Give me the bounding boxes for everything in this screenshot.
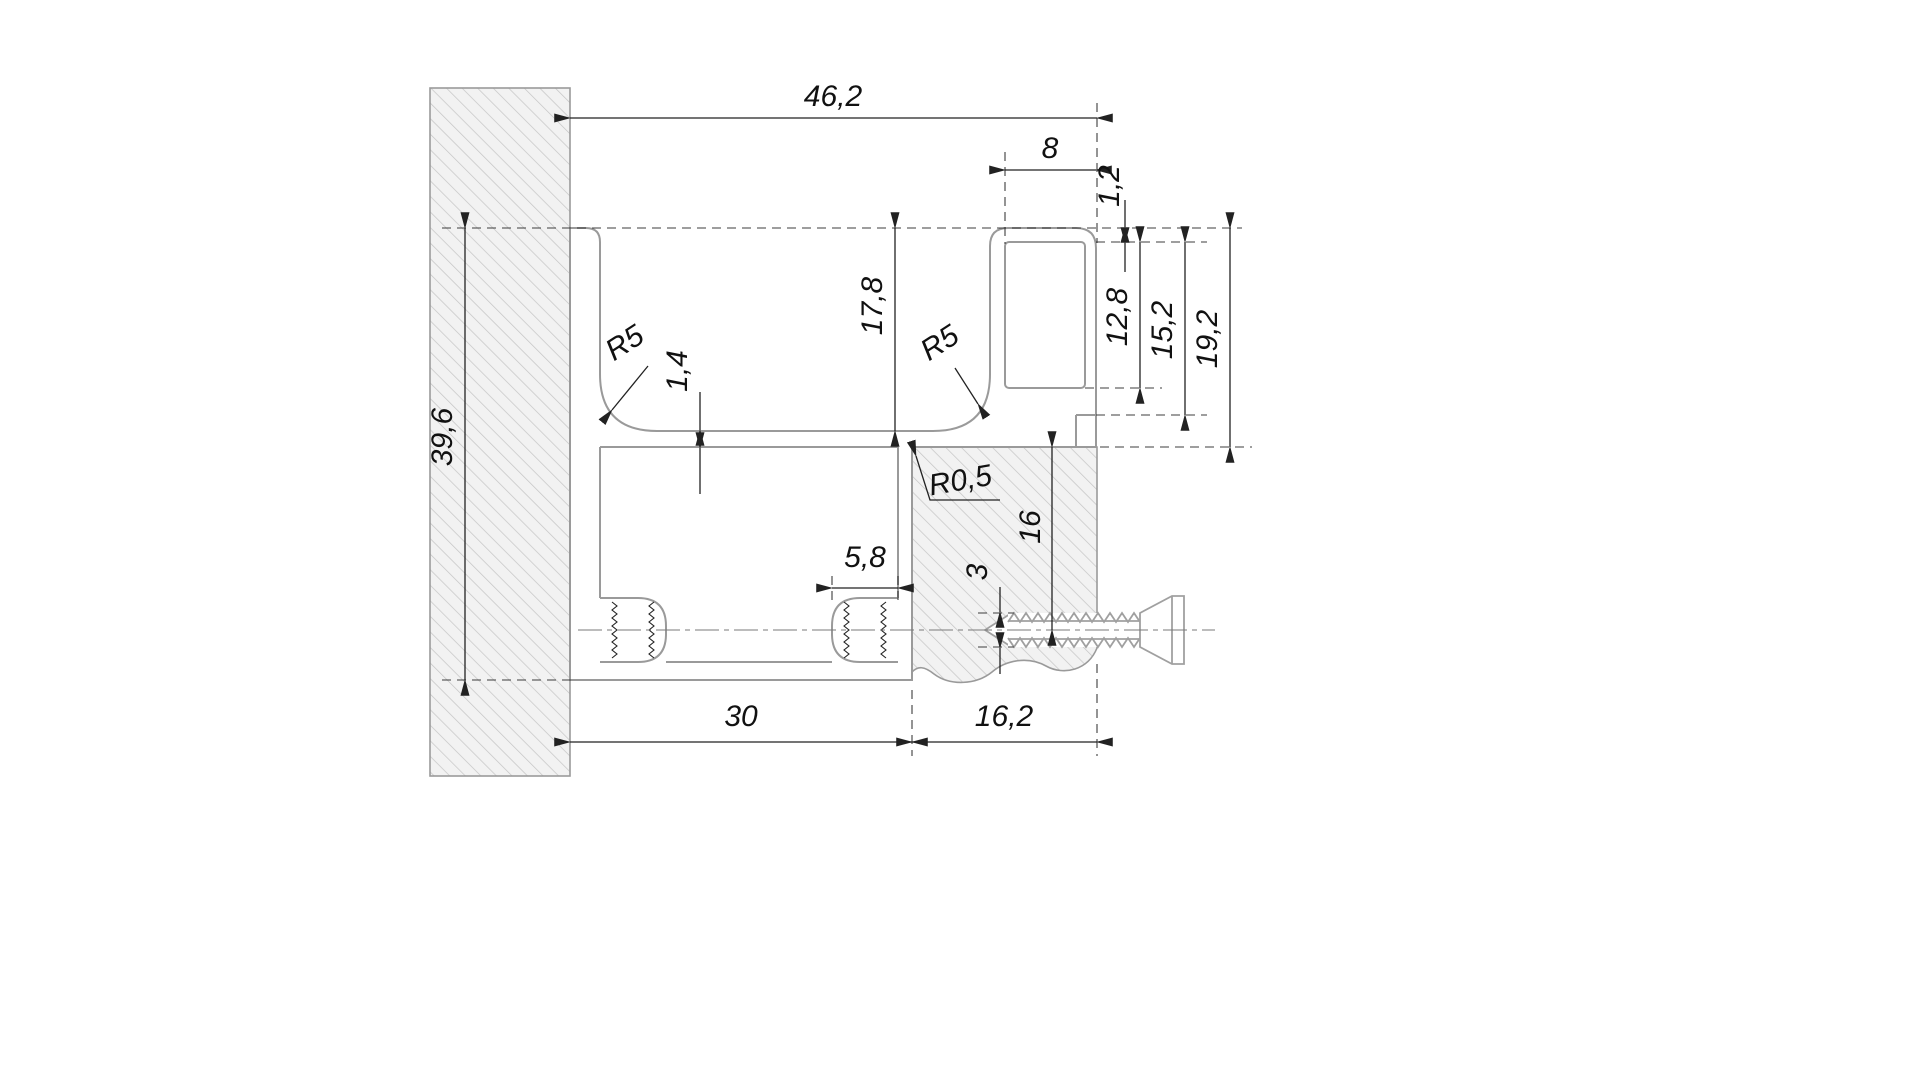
dim-boss-width: 5,8: [816, 541, 914, 593]
profile-inner-cavity: [599, 446, 899, 663]
dim-panel-side: 16,2: [896, 700, 1113, 747]
dim-label-boss-width: 5,8: [844, 541, 886, 574]
dim-label-arm-inner-height: 17,8: [856, 276, 889, 335]
dim-label-chamber-outer-height: 15,2: [1146, 300, 1179, 359]
dim-base-width: 30: [554, 700, 928, 747]
dim-arm-total-height: 19,2: [1191, 212, 1235, 463]
dim-label-chamber-inner-height: 12,8: [1101, 287, 1134, 346]
dim-label-web-thickness: 1,4: [661, 350, 694, 392]
screw-thread-top: [1007, 611, 1141, 624]
dim-web-thickness: 1,4: [661, 350, 705, 494]
dim-chamber-width: 8: [989, 132, 1112, 175]
profile-chamber: [1004, 241, 1086, 389]
dim-chamber-outer-height: 15,2: [1146, 226, 1190, 431]
screw-thread-bottom: [1007, 636, 1141, 649]
profile-notch: [1075, 414, 1096, 447]
wall-section: [429, 87, 571, 777]
dim-profile-height: 39,6: [426, 212, 470, 696]
dim-arm-inner-height: 17,8: [856, 212, 900, 447]
dim-label-panel-side: 16,2: [975, 700, 1034, 733]
dim-screw-diameter: 3: [961, 563, 1005, 674]
dim-fillet-left: R5: [598, 319, 650, 426]
dim-label-screw-diameter: 3: [961, 563, 994, 580]
dim-label-fillet-left: R5: [600, 319, 650, 368]
dim-label-base-width: 30: [724, 700, 758, 733]
profile-outline: [569, 227, 1097, 681]
dim-label-chamber-width: 8: [1042, 132, 1059, 165]
dim-label-total-width: 46,2: [804, 80, 863, 113]
dim-label-fillet-right: R5: [915, 319, 965, 368]
dim-chamber-inner-height: 12,8: [1101, 226, 1145, 404]
dim-label-arm-total-height: 19,2: [1191, 309, 1224, 368]
dim-screw-engagement: 16: [1014, 431, 1057, 646]
dim-fillet-right: R5: [915, 319, 991, 420]
dim-top-wall: 1,2: [1093, 165, 1130, 272]
dim-label-screw-engagement: 16: [1014, 510, 1047, 544]
dim-label-top-wall: 1,2: [1093, 165, 1126, 207]
dim-label-profile-height: 39,6: [426, 407, 459, 466]
dim-total-width: 46,2: [554, 80, 1113, 123]
